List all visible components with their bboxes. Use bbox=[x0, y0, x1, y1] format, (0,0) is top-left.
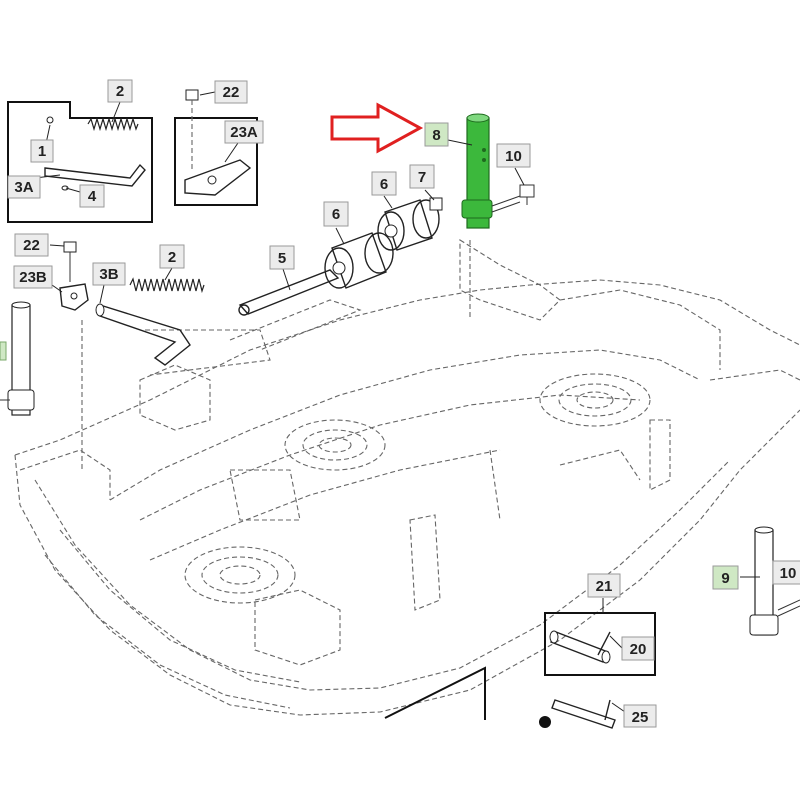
part-5-roller-shaft bbox=[238, 269, 340, 316]
part-7-nut bbox=[429, 197, 443, 211]
callout-9[interactable]: 9 bbox=[712, 565, 739, 590]
callout-label: 3A bbox=[14, 179, 33, 196]
callout-1[interactable]: 1 bbox=[30, 139, 54, 163]
leader-lines bbox=[34, 91, 760, 713]
callout-22-middle[interactable]: 22 bbox=[14, 233, 49, 257]
callout-label: 21 bbox=[596, 578, 613, 595]
callout-label: 3B bbox=[99, 266, 118, 283]
callout-6-left[interactable]: 6 bbox=[323, 201, 349, 227]
part-10-bolt bbox=[519, 184, 535, 205]
callout-label: 22 bbox=[223, 84, 240, 101]
callout-4[interactable]: 4 bbox=[79, 184, 105, 208]
callout-label: 2 bbox=[168, 249, 176, 266]
part-6-roller-front bbox=[324, 232, 394, 289]
part-22-bolt-middle bbox=[63, 241, 77, 282]
callout-25[interactable]: 25 bbox=[623, 704, 657, 728]
callout-label: 23A bbox=[230, 124, 258, 141]
part-3b-rod bbox=[95, 303, 191, 366]
callout-2-top[interactable]: 2 bbox=[107, 79, 133, 103]
callout-label: 4 bbox=[88, 188, 97, 205]
callout-label: 10 bbox=[780, 565, 797, 582]
callout-7[interactable]: 7 bbox=[409, 164, 435, 189]
callout-label: 22 bbox=[23, 237, 40, 254]
inset-box-21 bbox=[544, 612, 656, 676]
callout-3a[interactable]: 3A bbox=[7, 175, 41, 199]
callout-label: 25 bbox=[632, 709, 649, 726]
callout-label: 23B bbox=[19, 269, 47, 286]
callout-label: 9 bbox=[721, 570, 729, 587]
callout-label: 20 bbox=[630, 641, 647, 658]
callout-label: 8 bbox=[432, 127, 440, 144]
bottom-partial-frame bbox=[384, 666, 616, 729]
inset-box-23a bbox=[174, 89, 258, 206]
callout-label: 7 bbox=[418, 169, 426, 186]
callout-label: 6 bbox=[380, 176, 388, 193]
part-6-roller-rear bbox=[377, 199, 440, 251]
callout-23b[interactable]: 23B bbox=[13, 265, 53, 289]
callout-3b[interactable]: 3B bbox=[92, 262, 126, 286]
callout-2-middle[interactable]: 2 bbox=[159, 244, 185, 269]
callout-22-top[interactable]: 22 bbox=[214, 80, 248, 104]
callout-23a[interactable]: 23A bbox=[224, 120, 264, 144]
callout-label: 1 bbox=[38, 143, 46, 160]
callout-label: 10 bbox=[505, 148, 522, 165]
callout-5[interactable]: 5 bbox=[269, 245, 295, 270]
callout-6-right[interactable]: 6 bbox=[371, 171, 397, 196]
red-arrow-icon bbox=[330, 102, 424, 154]
callout-label: 5 bbox=[278, 250, 286, 267]
callout-10-right[interactable]: 10 bbox=[772, 560, 800, 585]
callout-label: 2 bbox=[116, 83, 124, 100]
part-8-shaft bbox=[461, 113, 521, 229]
callout-label: 6 bbox=[332, 206, 340, 223]
part-23b-bracket bbox=[59, 283, 89, 311]
left-shaft bbox=[0, 301, 35, 416]
inset-box-3a bbox=[7, 101, 153, 223]
mower-deck-drawing bbox=[14, 239, 800, 716]
part-2-spring-middle bbox=[129, 277, 205, 294]
callout-8[interactable]: 8 bbox=[424, 122, 449, 147]
callout-10-top[interactable]: 10 bbox=[496, 143, 531, 168]
callout-21[interactable]: 21 bbox=[587, 573, 621, 598]
callout-20[interactable]: 20 bbox=[621, 636, 655, 661]
